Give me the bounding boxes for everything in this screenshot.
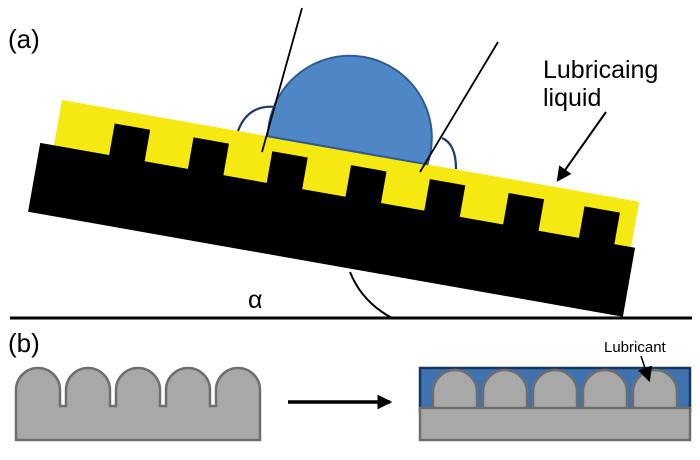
panel-b: (b) Lubricant <box>8 328 692 442</box>
textured-substrate <box>28 142 636 317</box>
lubricant-arrow <box>637 355 653 383</box>
substrate-tooth <box>108 123 151 164</box>
lubricated-surface-base <box>418 406 692 442</box>
tilted-assembly <box>28 54 640 317</box>
substrate-tooth <box>266 151 308 192</box>
contact-angle-tangent-right <box>419 41 499 173</box>
lubricated-surface-bump <box>481 368 529 412</box>
lubricating-liquid-label-line1: Lubricaing <box>543 56 658 84</box>
lubricating-liquid-arrow <box>556 111 607 182</box>
panel-b-label: (b) <box>8 328 40 358</box>
contact-angle-arc-right <box>441 136 458 170</box>
contact-angle-arc-left <box>236 105 277 132</box>
substrate-tooth <box>502 192 545 233</box>
lubricated-surface-bump <box>581 368 629 412</box>
lubricated-surface-bump <box>431 368 479 412</box>
substrate-tooth <box>423 179 466 219</box>
substrate-tooth <box>345 165 387 205</box>
panel-a-label: (a) <box>8 24 40 54</box>
substrate-tooth <box>578 206 620 247</box>
lubricating-liquid-label-line2: liquid <box>543 84 601 112</box>
panel-a: (a) <box>8 7 692 320</box>
water-droplet <box>266 54 433 166</box>
tilt-angle-label: α <box>248 286 262 314</box>
lubricating-liquid-layer <box>54 100 640 248</box>
lubricated-surface-bump <box>631 368 679 412</box>
lubricated-surface <box>418 366 692 442</box>
substrate-tooth <box>187 137 229 178</box>
lubricant-label: Lubricant <box>604 339 667 356</box>
tilt-angle-arc <box>349 271 393 319</box>
contact-angle-tangent-left <box>261 7 303 153</box>
plain-textured-surface <box>14 366 262 442</box>
lubricated-surface-bump <box>531 368 579 412</box>
substrate-teeth <box>108 123 620 247</box>
